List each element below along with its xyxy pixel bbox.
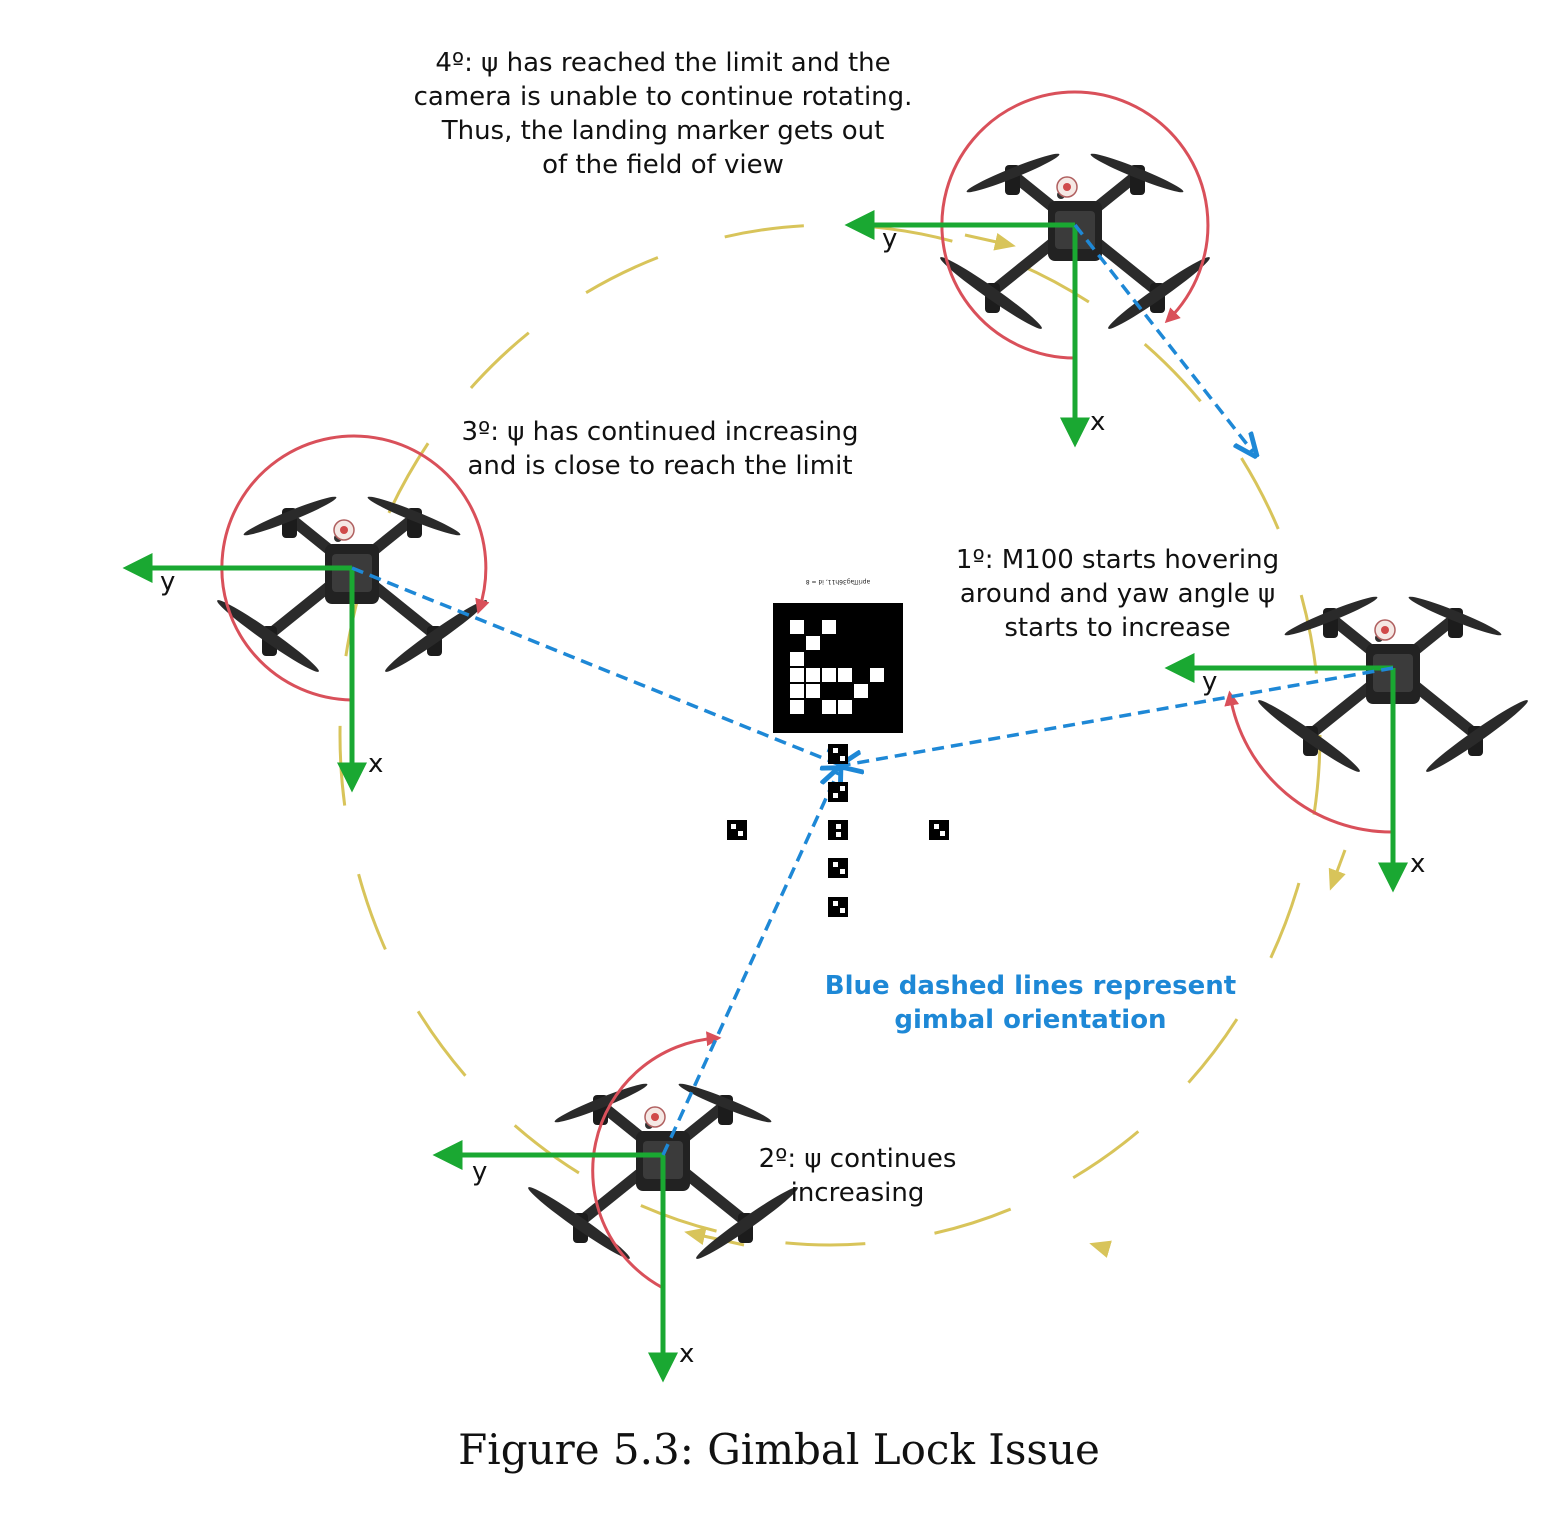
gimbal-line-step-1	[845, 666, 1394, 765]
yaw-arc-step-4	[940, 90, 1210, 360]
yaw-arc-step-2	[591, 1031, 722, 1290]
gimbal-line-step-3	[351, 566, 840, 765]
yaw-arc-step-3	[220, 434, 490, 702]
marker-id-label: aprilTag36h11, id = 8	[806, 578, 871, 585]
step-3-note: 3º: ψ has continued increasing and is cl…	[461, 417, 859, 481]
small-markers	[727, 744, 949, 917]
step-2-note: 2º: ψ continues increasing	[758, 1144, 957, 1208]
yaw-arc-step-1	[1224, 690, 1394, 834]
y-label-step-3: y	[160, 567, 175, 597]
figure-caption: Figure 5.3: Gimbal Lock Issue	[458, 1425, 1100, 1474]
y-label-step-4: y	[882, 224, 897, 254]
landing-marker: aprilTag36h11, id = 8	[727, 578, 949, 917]
gimbal-legend-note: Blue dashed lines represent gimbal orien…	[824, 971, 1237, 1035]
x-label-step-4: x	[1090, 407, 1105, 437]
drone-step-2: y x	[432, 772, 838, 1383]
y-label-step-2: y	[472, 1157, 487, 1187]
step-4-note: 4º: ψ has reached the limit and the came…	[413, 48, 913, 180]
x-label-step-2: x	[679, 1339, 694, 1369]
x-label-step-1: x	[1410, 849, 1425, 879]
y-label-step-1: y	[1202, 667, 1217, 697]
gimbal-line-step-2	[661, 772, 838, 1156]
gimbal-line-step-4	[1073, 223, 1253, 452]
step-1-note: 1º: M100 starts hovering around and yaw …	[955, 545, 1280, 643]
drone-step-1: y x	[845, 593, 1531, 893]
x-label-step-3: x	[368, 749, 383, 779]
drone-step-4: y x	[844, 90, 1253, 452]
flight-trajectory	[338, 223, 1347, 1258]
drone-step-3: y x	[122, 434, 840, 793]
